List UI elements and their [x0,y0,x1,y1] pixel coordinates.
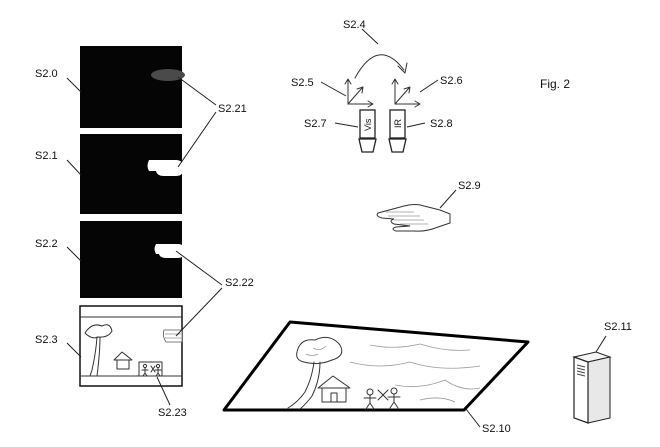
label-s2-9: S2.9 [458,180,481,192]
label-s2-0: S2.0 [35,68,58,80]
label-s2-4: S2.4 [343,19,366,31]
label-s2-2: S2.2 [35,238,58,250]
label-s2-11: S2.11 [604,321,632,333]
infrared-camera: IR [388,109,407,153]
frame-s2-0 [80,46,185,128]
label-s2-3: S2.3 [35,334,58,346]
computer-tower [572,351,612,424]
label-s2-5: S2.5 [291,77,314,89]
hand-heat-blob-faint [151,69,185,81]
label-s2-21: S2.21 [218,103,247,115]
frame-s2-2 [80,221,184,298]
label-s2-7: S2.7 [304,118,327,130]
label-s2-8: S2.8 [430,118,453,130]
label-s2-22: S2.22 [225,277,254,289]
visible-camera: Vis [358,109,377,153]
camera-transition-arrow [354,54,408,79]
frame-s2-3 [79,305,183,387]
label-s2-1: S2.1 [35,150,58,162]
camera-ir-label: IR [393,118,403,128]
camera-vis-axes [344,78,374,108]
figure-title: Fig. 2 [540,77,570,91]
label-s2-6: S2.6 [440,75,463,87]
camera-ir-axes [391,78,421,108]
label-s2-10: S2.10 [482,423,511,435]
label-s2-23: S2.23 [158,407,187,419]
hand-silhouette-white [147,160,183,176]
hand-drawing [376,204,451,232]
camera-vis-label: Vis [363,118,373,131]
frame-s2-1 [80,134,183,214]
hand-silhouette-grey [154,244,184,258]
projection-surface [222,320,530,412]
